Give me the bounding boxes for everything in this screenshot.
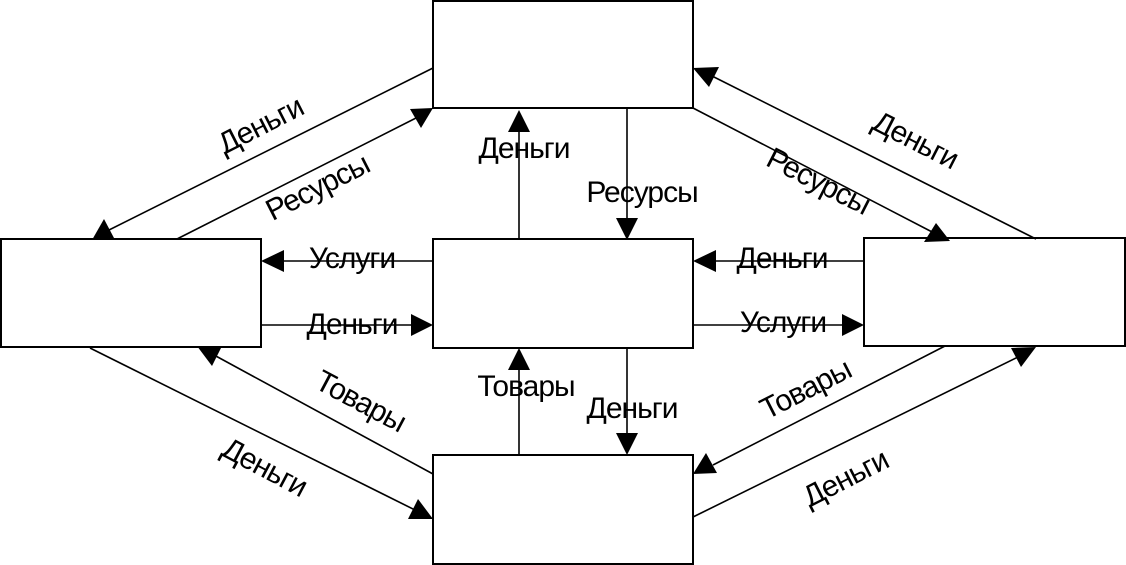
arrowhead-top-right-entry	[693, 67, 719, 87]
arrowhead-bottom-money-in	[408, 499, 433, 519]
label-money-center-top: Деньги	[479, 132, 570, 165]
label-money-left-center: Деньги	[307, 308, 398, 341]
box-bottom	[432, 454, 694, 565]
box-left	[0, 238, 262, 348]
arrowhead-left-top-entry	[92, 219, 114, 240]
arrow-bottom-to-left-goods	[213, 354, 434, 475]
arrowhead-top-bottom-left	[410, 108, 433, 128]
box-right	[863, 237, 1126, 347]
arrow-right-to-bottom-goods	[712, 345, 946, 466]
arrow-right-to-top-money	[711, 75, 1037, 240]
label-money-right-top: Деньги	[867, 105, 963, 176]
box-top	[432, 0, 694, 109]
arrow-shafts	[89, 67, 1037, 518]
arrowhead-top-money-up	[508, 110, 530, 132]
arrowhead-center-money-in	[411, 314, 433, 336]
label-resources-top-right: Ресурсы	[761, 142, 875, 222]
label-goods-bottom-center: Товары	[477, 370, 574, 403]
arrowhead-left-services	[261, 250, 284, 272]
label-money-top-left: Деньги	[213, 90, 309, 161]
label-services-center-left: Услуги	[309, 242, 395, 275]
label-resources-top-center: Ресурсы	[586, 176, 697, 209]
label-goods-right-bottom: Товары	[755, 353, 857, 427]
label-goods-bottom-left: Товары	[310, 364, 411, 439]
arrow-left-to-top-resources	[176, 116, 419, 240]
arrowhead-center-goods-up	[508, 348, 530, 370]
arrow-left-to-bottom-money	[89, 347, 416, 511]
arrowhead-center-resources-down	[616, 218, 638, 240]
arrow-bottom-to-right-money	[692, 355, 1021, 518]
arrowhead-left-goods	[197, 346, 222, 366]
label-money-left-bottom: Деньги	[217, 432, 313, 504]
arrow-top-to-right-resources	[692, 107, 937, 235]
arrowhead-bottom-goods-in	[693, 453, 717, 474]
label-money-center-bottom: Деньги	[587, 392, 678, 425]
label-services-center-right: Услуги	[740, 306, 826, 339]
label-money-bottom-right: Деньги	[798, 443, 894, 514]
arrowhead-right-services	[842, 314, 864, 336]
arrowhead-right-money-in	[1011, 347, 1036, 367]
arrowhead-right-resources-entry	[924, 223, 950, 242]
box-center	[432, 238, 694, 349]
arrow-heads	[92, 67, 1036, 519]
arrowhead-bottom-money-down	[616, 433, 638, 455]
arrowhead-center-money-from-right	[693, 250, 716, 272]
arrow-top-to-left-money	[104, 67, 434, 233]
label-money-right-center: Деньги	[737, 242, 828, 275]
